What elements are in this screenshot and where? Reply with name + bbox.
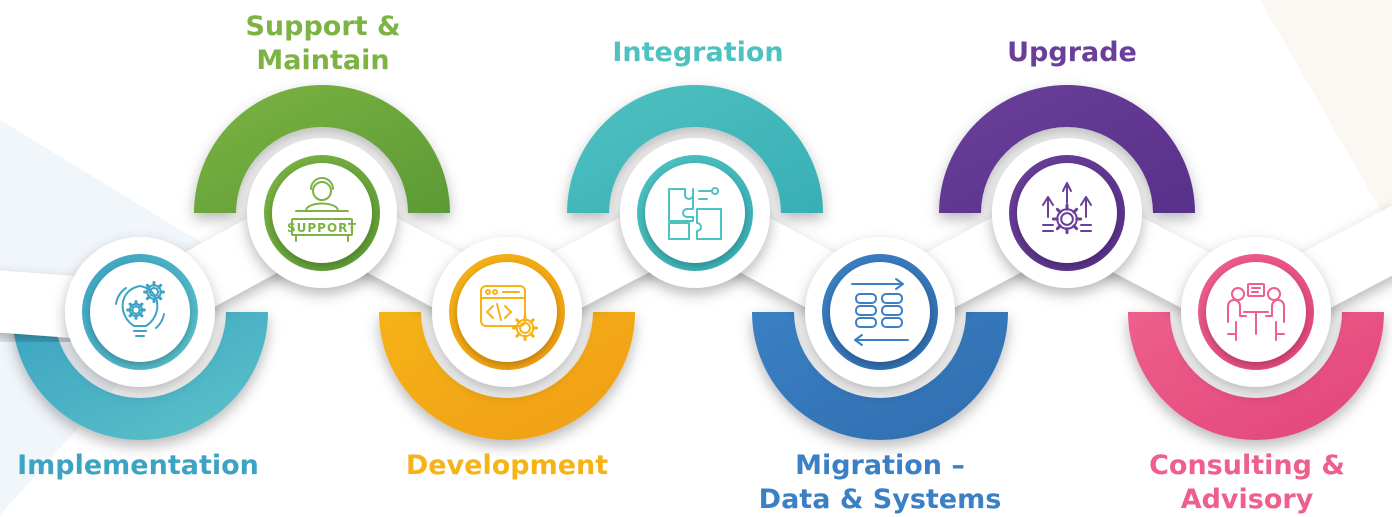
migration-label: Migration –Data & Systems bbox=[720, 449, 1040, 517]
gear-arrows-up-icon bbox=[1042, 182, 1092, 235]
support-label-line: Maintain bbox=[256, 45, 390, 76]
development-label-line: Development bbox=[405, 450, 609, 481]
upgrade-ring bbox=[939, 85, 1195, 213]
migration-label-line: Migration – bbox=[795, 450, 965, 481]
support-label: Support &Maintain bbox=[163, 10, 483, 78]
support-icon-text: SUPPORT bbox=[287, 221, 357, 235]
integration-ring bbox=[567, 85, 823, 213]
integration-disc-inner bbox=[645, 163, 745, 263]
consulting-ring bbox=[1128, 312, 1384, 440]
integration-label-line: Integration bbox=[612, 37, 784, 68]
migration-ring bbox=[752, 312, 1008, 440]
upgrade-label: Upgrade bbox=[912, 36, 1232, 70]
implementation-ring bbox=[12, 312, 268, 440]
consulting-meeting-icon bbox=[1227, 283, 1285, 341]
puzzle-pieces-icon bbox=[668, 187, 722, 240]
development-label: Development bbox=[347, 449, 667, 483]
support-agent-icon: SUPPORT bbox=[287, 177, 357, 242]
consulting-label: Consulting &Advisory bbox=[1087, 449, 1392, 517]
migration-label-line: Data & Systems bbox=[758, 484, 1002, 515]
consulting-label-line: Consulting & bbox=[1149, 450, 1345, 481]
implementation-label: Implementation bbox=[0, 449, 298, 483]
development-ring bbox=[379, 312, 635, 440]
lightbulb-gears-icon bbox=[115, 281, 165, 337]
consulting-label-line: Advisory bbox=[1180, 484, 1314, 515]
implementation-label-line: Implementation bbox=[17, 450, 259, 481]
support-ring bbox=[194, 85, 450, 213]
background-shape-right bbox=[1260, 0, 1392, 230]
code-window-gear-icon bbox=[480, 285, 539, 342]
support-label-line: Support & bbox=[245, 11, 401, 42]
development-disc-inner bbox=[457, 262, 557, 362]
data-transfer-icon bbox=[851, 278, 909, 346]
integration-label: Integration bbox=[538, 36, 858, 70]
upgrade-label-line: Upgrade bbox=[1007, 37, 1137, 68]
migration-disc-inner bbox=[830, 262, 930, 362]
